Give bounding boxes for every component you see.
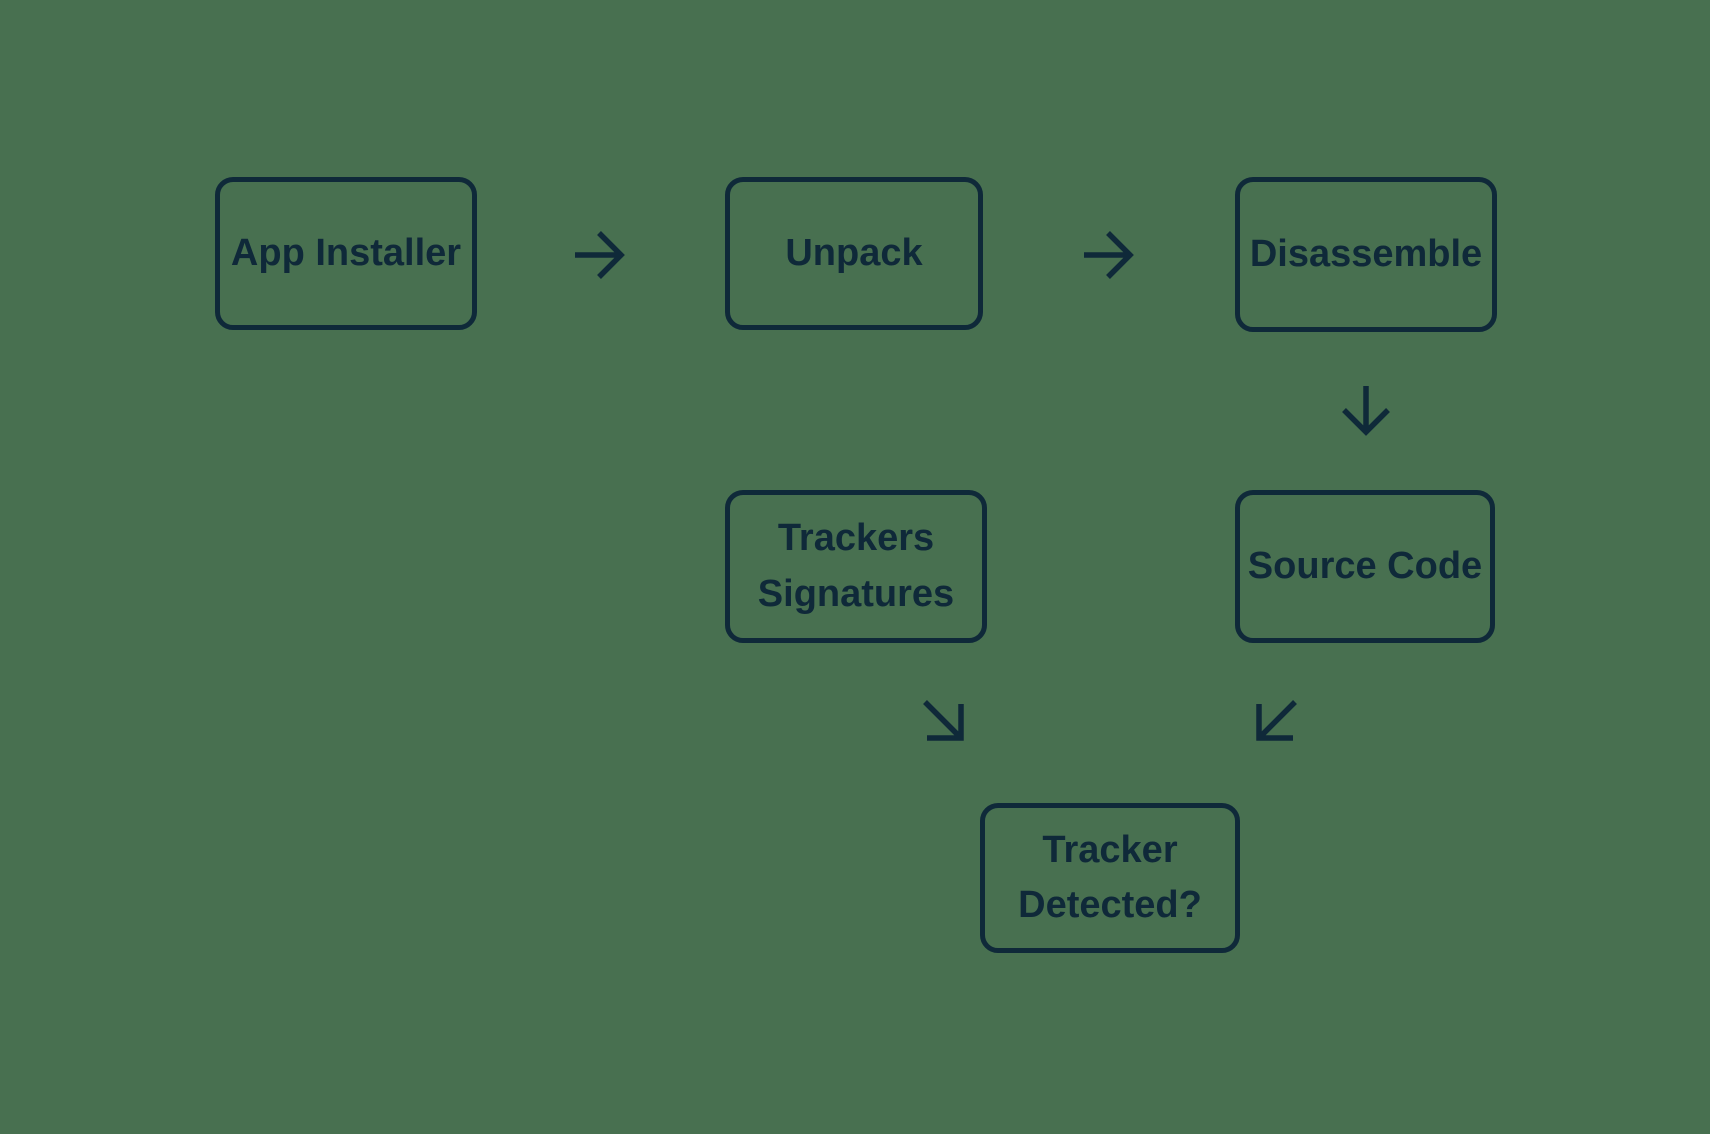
node-label-trackers-signatures: Trackers Signatures — [757, 517, 955, 615]
node-app-installer: App Installer — [215, 177, 477, 330]
node-label-app-installer: App Installer — [230, 231, 462, 274]
node-label-tracker-detected: Tracker Detected? — [1018, 828, 1202, 926]
arrow-down-icon — [1342, 386, 1390, 436]
node-label-disassemble: Disassemble — [1249, 232, 1483, 275]
arrow-down-left-icon — [1256, 700, 1297, 741]
node-source-code: Source Code — [1235, 490, 1495, 643]
arrow-right-icon — [1084, 231, 1134, 279]
node-label-unpack: Unpack — [785, 231, 923, 274]
node-trackers-signatures: Trackers Signatures — [725, 490, 987, 643]
node-label-source-code: Source Code — [1247, 544, 1483, 587]
arrow-down-right-icon — [923, 700, 964, 741]
node-tracker-detected: Tracker Detected? — [980, 803, 1240, 953]
node-disassemble: Disassemble — [1235, 177, 1497, 332]
node-unpack: Unpack — [725, 177, 983, 330]
arrow-right-icon — [575, 231, 625, 279]
